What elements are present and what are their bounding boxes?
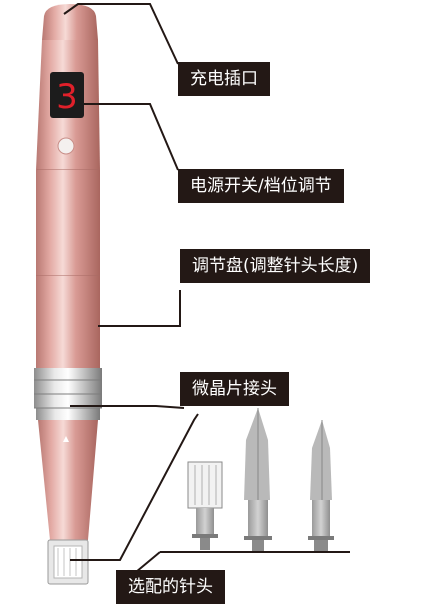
callout-microcrystal-connector: 微晶片接头 — [180, 372, 289, 406]
pen-middle-body — [36, 170, 100, 276]
needle-option-pointed-1 — [244, 408, 272, 552]
callout-adjust-dial: 调节盘(调整针头长度) — [180, 249, 371, 283]
power-button-icon — [57, 137, 75, 155]
callout-power-switch: 电源开关/档位调节 — [178, 169, 344, 203]
led-display — [50, 72, 84, 118]
needle-option-pointed-2 — [308, 420, 334, 552]
pen-taper — [38, 420, 98, 540]
led-digit: 3 — [56, 77, 78, 117]
leader-lines — [63, 3, 350, 573]
adjust-dial-rings — [34, 368, 102, 420]
pen-needle-cartridge — [47, 539, 89, 585]
pen-lower-body — [36, 276, 100, 368]
arrow-indicator-icon — [63, 436, 69, 442]
callout-charging-port: 充电插口 — [178, 62, 270, 96]
needle-option-square — [187, 461, 223, 550]
callout-optional-needles: 选配的针头 — [116, 570, 225, 604]
pen-top-cap — [42, 4, 98, 40]
